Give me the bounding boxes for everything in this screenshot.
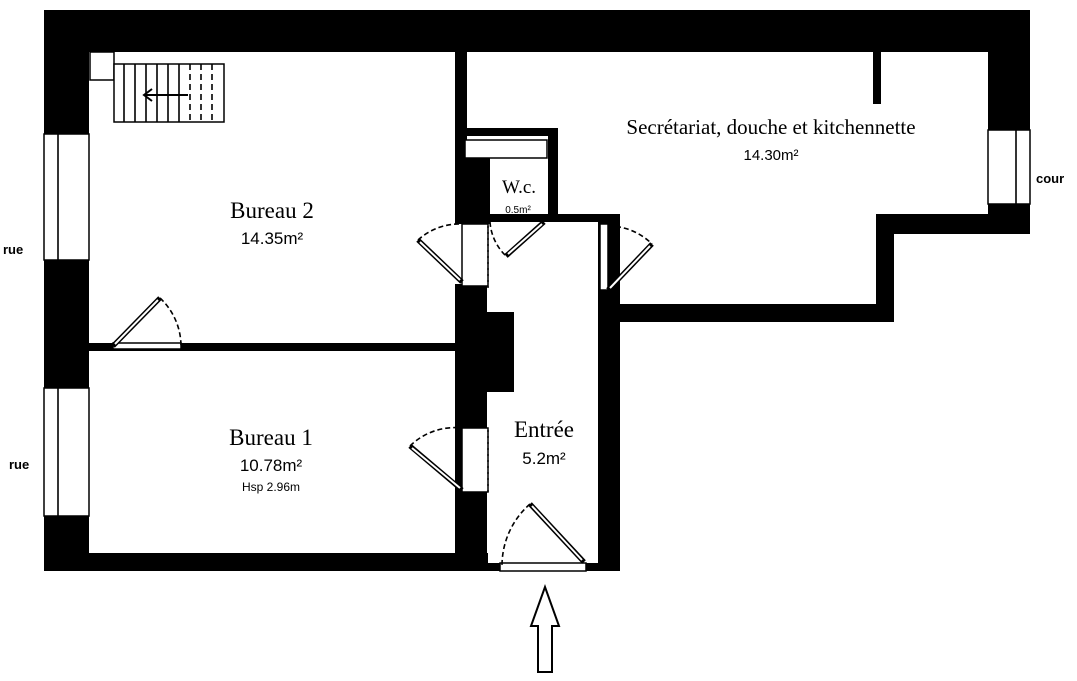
- opening-secretariat: [599, 223, 609, 291]
- wall-wc-top: [462, 128, 558, 136]
- room-name-bureau1: Bureau 1: [229, 425, 313, 450]
- room-name-bureau2: Bureau 2: [230, 198, 314, 223]
- wall-secretariat-step: [876, 214, 1030, 234]
- wall-wc-bottom: [462, 214, 608, 222]
- window-bureau2: [43, 133, 90, 261]
- wc-vent: [464, 139, 548, 159]
- side-label-rue-bottom: rue: [9, 457, 29, 472]
- walls: [44, 10, 1030, 571]
- room-height-bureau1: Hsp 2.96m: [242, 480, 300, 494]
- door-corridor-bureau2[interactable]: [416, 223, 489, 288]
- wall-partition-stub: [873, 52, 881, 104]
- wall-bottom-left: [44, 553, 488, 571]
- room-area-bureau1: 10.78m²: [240, 456, 303, 475]
- window-secretariat: [987, 129, 1031, 205]
- chimney-block: [484, 312, 514, 392]
- side-label-cour: cour: [1036, 171, 1064, 186]
- wall-entrance-right: [598, 214, 620, 571]
- door-bureau2[interactable]: [111, 296, 182, 348]
- room-area-bureau2: 14.35m²: [241, 229, 304, 248]
- staircase: [89, 51, 225, 123]
- room-name-secretariat: Secrétariat, douche et kitchennette: [626, 115, 915, 139]
- wall-top: [44, 10, 1030, 52]
- wall-secretariat-bottom: [604, 304, 894, 322]
- room-name-entree: Entrée: [514, 417, 574, 442]
- wall-wc-right: [548, 128, 558, 216]
- stairs-arrow-icon: [142, 88, 153, 102]
- window-bureau1: [43, 387, 90, 517]
- opening-bureau-divider: [112, 342, 182, 350]
- side-labels: rue rue cour: [3, 171, 1064, 472]
- entrance-arrow-icon: [529, 584, 561, 673]
- wall-wc-left: [462, 158, 490, 224]
- side-label-rue-top: rue: [3, 242, 23, 257]
- front-door-opening: [499, 562, 587, 572]
- door-front[interactable]: [501, 502, 586, 566]
- opening-bureau2: [461, 223, 489, 287]
- wall-bureau-divider: [86, 343, 461, 351]
- room-area-wc: 0.5m²: [505, 205, 531, 216]
- room-area-secretariat: 14.30m²: [743, 147, 798, 164]
- door-bureau1[interactable]: [408, 426, 489, 492]
- room-name-wc: W.c.: [502, 177, 536, 198]
- opening-bureau1: [461, 427, 489, 493]
- wall-secretariat-step-vertical: [876, 214, 894, 322]
- windows: [43, 129, 1031, 572]
- door-wc[interactable]: [489, 220, 546, 258]
- room-area-entree: 5.2m²: [522, 449, 566, 468]
- doors: [111, 220, 654, 566]
- door-secretariat[interactable]: [606, 225, 654, 292]
- room-labels: Bureau 2 14.35m² Bureau 1 10.78m² Hsp 2.…: [229, 115, 915, 494]
